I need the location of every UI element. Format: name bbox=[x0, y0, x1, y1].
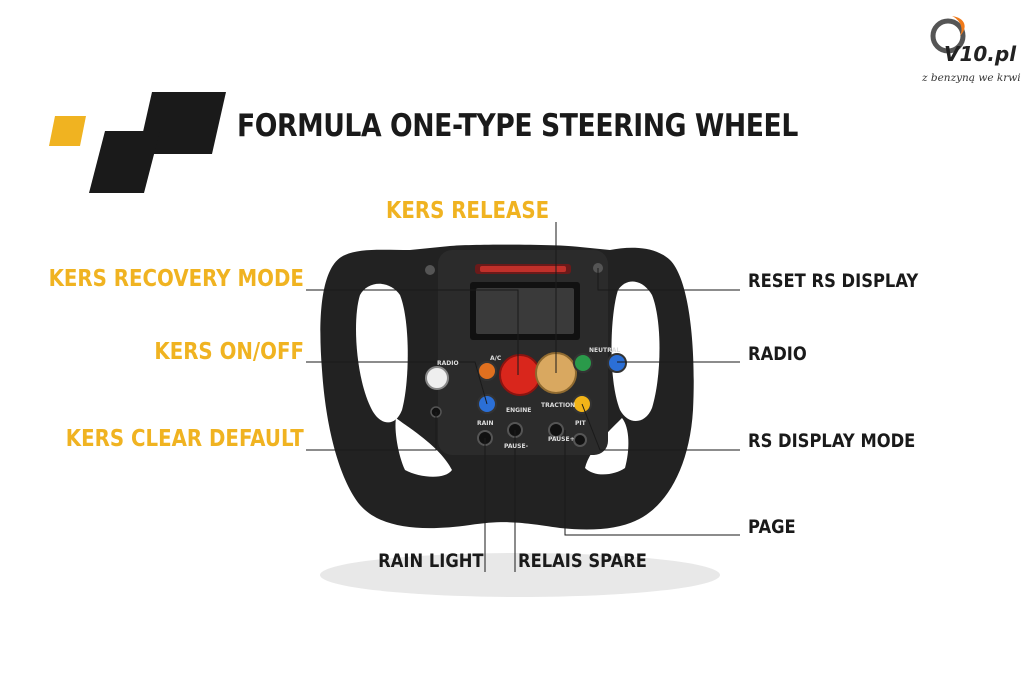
logo-yellow-square bbox=[49, 116, 86, 146]
tire-flame-icon bbox=[930, 16, 966, 54]
leader-kers-clear-default bbox=[306, 412, 437, 451]
label-reset-rs-display: RESET RS DISPLAY bbox=[748, 270, 919, 292]
brand-logo-text: V10.pl bbox=[944, 42, 1017, 66]
label-kers-release: KERS RELEASE bbox=[386, 198, 550, 224]
marking-pause-left: PAUSE- bbox=[504, 443, 529, 450]
brand-logo: V10.pl z benzyną we krwi bbox=[922, 14, 1021, 84]
ac-button-orange[interactable] bbox=[477, 361, 497, 381]
label-radio: RADIO bbox=[748, 343, 807, 365]
radio-button-white[interactable] bbox=[425, 366, 449, 390]
leader-lines bbox=[306, 222, 740, 572]
marking-neutral: NEUTRAL bbox=[589, 347, 621, 354]
label-kers-on-off: KERS ON/OFF bbox=[154, 339, 304, 365]
page-knob[interactable] bbox=[548, 422, 564, 438]
neutral-button-green[interactable] bbox=[573, 353, 593, 373]
radio-side-button-blue[interactable] bbox=[607, 353, 627, 373]
label-rs-display-mode: RS DISPLAY MODE bbox=[748, 430, 916, 452]
leader-kers-recovery-mode bbox=[306, 289, 519, 375]
leader-page bbox=[564, 430, 740, 536]
marking-pause-right: PAUSE+ bbox=[548, 436, 575, 443]
label-kers-clear-default: KERS CLEAR DEFAULT bbox=[65, 426, 304, 452]
marking-pit: PIT bbox=[575, 420, 586, 427]
leader-rs-display-mode bbox=[581, 403, 740, 451]
brand-tagline: z benzyną we krwi bbox=[922, 72, 1021, 84]
marking-ac: A/C bbox=[490, 355, 502, 362]
marking-rain: RAIN bbox=[477, 420, 494, 427]
marking-radio: RADIO bbox=[437, 360, 459, 367]
pit-button[interactable] bbox=[573, 433, 587, 447]
label-rain-light: RAIN LIGHT bbox=[378, 550, 484, 572]
label-page: PAGE bbox=[748, 516, 796, 538]
label-kers-recovery-mode: KERS RECOVERY MODE bbox=[48, 266, 304, 292]
leader-reset-rs-display bbox=[597, 268, 740, 291]
logo-black-square-bottom bbox=[89, 131, 160, 193]
marking-traction: TRACTION bbox=[541, 402, 576, 409]
kers-recovery-rotary-red[interactable] bbox=[499, 354, 541, 396]
label-relais-spare: RELAIS SPARE bbox=[518, 550, 647, 572]
marking-engine: ENGINE bbox=[506, 407, 532, 414]
leader-kers-on-off bbox=[306, 361, 488, 405]
logo-black-square-top bbox=[138, 92, 226, 154]
page-title: FORMULA ONE-TYPE STEERING WHEEL bbox=[237, 108, 798, 144]
wheel-shadow bbox=[320, 553, 720, 597]
